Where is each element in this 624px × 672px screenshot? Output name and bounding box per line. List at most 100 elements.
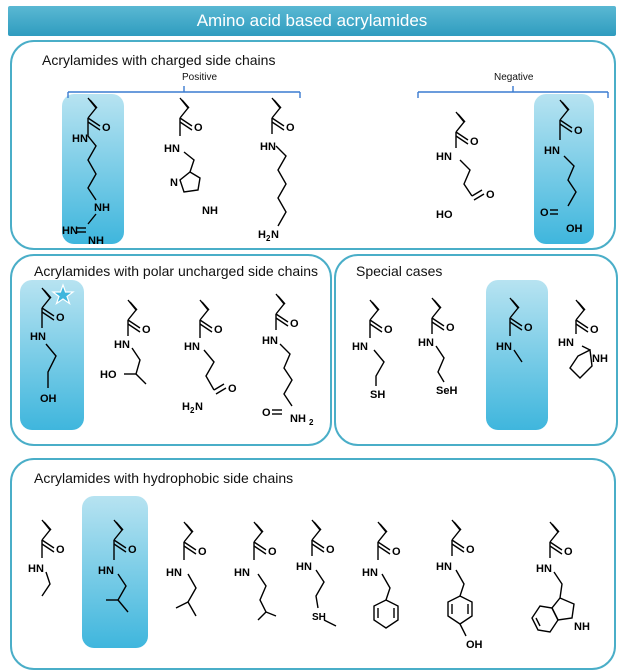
molecule-tyrosine: O HN OH bbox=[436, 519, 483, 651]
molecule-isobutyl: O HN bbox=[98, 519, 137, 613]
panel-title-hydrophobic: Acrylamides with hydrophobic side chains bbox=[34, 470, 294, 486]
atom-o: O bbox=[326, 544, 335, 556]
atom-o: O bbox=[564, 546, 573, 558]
atom-o: O bbox=[574, 125, 583, 137]
molecule-isopentyl: O HN bbox=[234, 521, 277, 621]
molecule-arginine: O HN NH HN NH bbox=[62, 97, 111, 247]
atom-o: O bbox=[268, 546, 277, 558]
molecule-selenocysteine: O HN SeH bbox=[418, 297, 457, 397]
atom-hn: HN bbox=[558, 337, 574, 349]
atom-nh2: NH bbox=[290, 413, 306, 425]
panel-special bbox=[334, 254, 618, 446]
atom-hn: HN bbox=[114, 339, 130, 351]
atom-ho: HO bbox=[436, 209, 453, 221]
molecule-methyl: O HN bbox=[496, 297, 533, 363]
atom-h2n: H bbox=[258, 229, 266, 241]
molecule-aspartate: O HN O HO bbox=[436, 111, 495, 221]
atom-nh: NH bbox=[202, 205, 218, 217]
atom-hn: HN bbox=[544, 145, 560, 157]
atom-o: O bbox=[486, 189, 495, 201]
atom-sub2: 2 bbox=[190, 406, 195, 415]
positive-label: Positive bbox=[182, 72, 218, 83]
atom-oh: OH bbox=[40, 393, 57, 405]
atom-h2n-n: N bbox=[195, 401, 203, 413]
atom-hn: HN bbox=[184, 341, 200, 353]
title-banner: Amino acid based acrylamides bbox=[8, 6, 616, 36]
atom-hn: HN bbox=[234, 567, 250, 579]
molecule-lysine: O HN H 2 N bbox=[258, 97, 295, 243]
molecule-proline: O HN NH bbox=[558, 299, 608, 379]
molecule-phenylalanine: O HN bbox=[362, 521, 401, 629]
molecule-glutamate: O HN O OH bbox=[540, 99, 583, 235]
molecule-tryptophan: O HN NH bbox=[531, 521, 590, 633]
atom-o: O bbox=[262, 407, 271, 419]
atom-o: O bbox=[290, 318, 299, 330]
molecule-glutamine: O HN O NH 2 bbox=[262, 293, 314, 427]
atom-hn: HN bbox=[436, 151, 452, 163]
atom-o: O bbox=[194, 122, 203, 134]
atom-hn: HN bbox=[296, 561, 312, 573]
atom-hn: HN bbox=[62, 225, 78, 237]
atom-sub2: 2 bbox=[309, 418, 314, 427]
atom-o: O bbox=[524, 322, 533, 334]
atom-o: O bbox=[392, 546, 401, 558]
atom-oh: OH bbox=[566, 223, 583, 235]
positive-bracket bbox=[67, 86, 301, 98]
atom-o: O bbox=[214, 324, 223, 336]
atom-o: O bbox=[102, 122, 111, 134]
atom-nh2: NH bbox=[88, 235, 104, 247]
atom-o: O bbox=[286, 122, 295, 134]
atom-hn: HN bbox=[362, 567, 378, 579]
panel-title-polar: Acrylamides with polar uncharged side ch… bbox=[34, 263, 319, 279]
molecule-secbutyl: O HN bbox=[166, 521, 207, 617]
atom-sh: SH bbox=[370, 389, 385, 401]
star-icon bbox=[51, 283, 75, 306]
highlight-hydroxyethyl bbox=[20, 280, 84, 430]
atom-o: O bbox=[198, 546, 207, 558]
atom-o: O bbox=[540, 207, 549, 219]
atom-seh: SeH bbox=[436, 385, 457, 397]
highlight-glutamate bbox=[534, 94, 594, 244]
atom-h2n: H bbox=[182, 401, 190, 413]
atom-s: SH bbox=[312, 612, 326, 623]
atom-hn: HN bbox=[352, 341, 368, 353]
atom-sub2: 2 bbox=[266, 234, 271, 243]
atom-hn: HN bbox=[164, 143, 180, 155]
atom-o: O bbox=[142, 324, 151, 336]
molecule-ethyl: O HN bbox=[28, 519, 65, 597]
atom-hn: HN bbox=[98, 565, 114, 577]
atom-oh: OH bbox=[466, 639, 483, 651]
atom-hn: HN bbox=[28, 563, 44, 575]
atom-nh: NH bbox=[592, 353, 608, 365]
molecule-cysteine: O HN SH bbox=[352, 299, 393, 401]
atom-o: O bbox=[446, 322, 455, 334]
atom-o: O bbox=[56, 544, 65, 556]
molecule-histidine: O HN N NH bbox=[164, 97, 218, 217]
atom-hn: HN bbox=[496, 341, 512, 353]
molecule-methionine: O HN SH bbox=[296, 519, 337, 627]
atom-hn: HN bbox=[72, 133, 88, 145]
atom-nh: NH bbox=[94, 202, 110, 214]
atom-o: O bbox=[466, 544, 475, 556]
atom-o: O bbox=[56, 312, 65, 324]
negative-label: Negative bbox=[494, 72, 534, 83]
atom-h2n-n: N bbox=[271, 229, 279, 241]
atom-o: O bbox=[128, 544, 137, 556]
atom-o: O bbox=[470, 136, 479, 148]
negative-bracket bbox=[417, 86, 609, 98]
atom-n: N bbox=[170, 177, 178, 189]
atom-hn: HN bbox=[262, 335, 278, 347]
page-title: Amino acid based acrylamides bbox=[196, 11, 428, 30]
atom-ho: HO bbox=[100, 369, 117, 381]
atom-o: O bbox=[384, 324, 393, 336]
atom-hn: HN bbox=[166, 567, 182, 579]
atom-hn: HN bbox=[30, 331, 46, 343]
panel-title-charged: Acrylamides with charged side chains bbox=[42, 52, 276, 68]
panel-title-special: Special cases bbox=[356, 263, 443, 279]
molecule-asparagine: O HN O H 2 N bbox=[182, 299, 237, 415]
atom-o: O bbox=[590, 324, 599, 336]
molecule-threonine: O HN HO bbox=[100, 299, 151, 385]
atom-hn: HN bbox=[418, 337, 434, 349]
molecule-hydroxyethyl: O HN OH bbox=[30, 287, 65, 405]
